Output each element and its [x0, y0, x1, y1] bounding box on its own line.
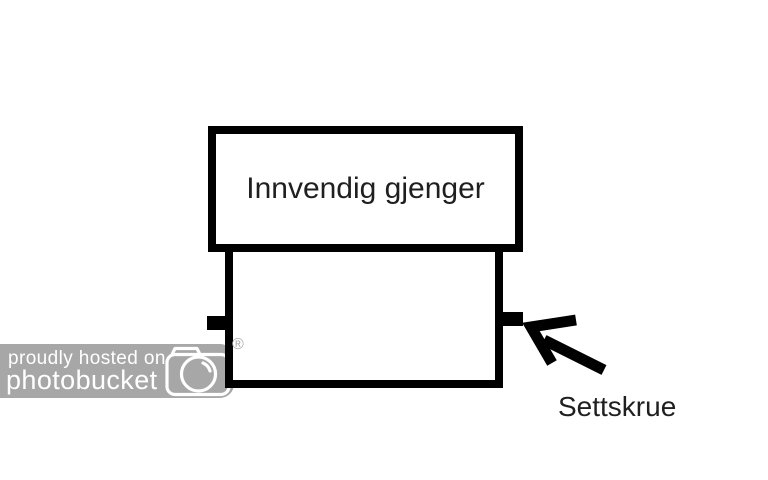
- settskrue-label: Settskrue: [558, 391, 677, 422]
- internal-thread-box: Innvendig gjenger: [208, 126, 523, 252]
- camera-icon: [165, 346, 231, 397]
- right-setscrew-nub: [503, 312, 523, 326]
- registered-trademark-icon: ®: [232, 336, 244, 353]
- watermark-tagline: proudly hosted on: [8, 348, 166, 369]
- internal-thread-label: Innvendig gjenger: [246, 172, 485, 205]
- coupler-body-box: [225, 252, 503, 388]
- arrow-head: [522, 314, 577, 366]
- photobucket-watermark: proudly hosted on photobucket: [0, 344, 234, 398]
- arrow-shaft: [541, 335, 607, 375]
- watermark-brand: photobucket: [6, 365, 158, 395]
- left-setscrew-nub: [207, 316, 226, 330]
